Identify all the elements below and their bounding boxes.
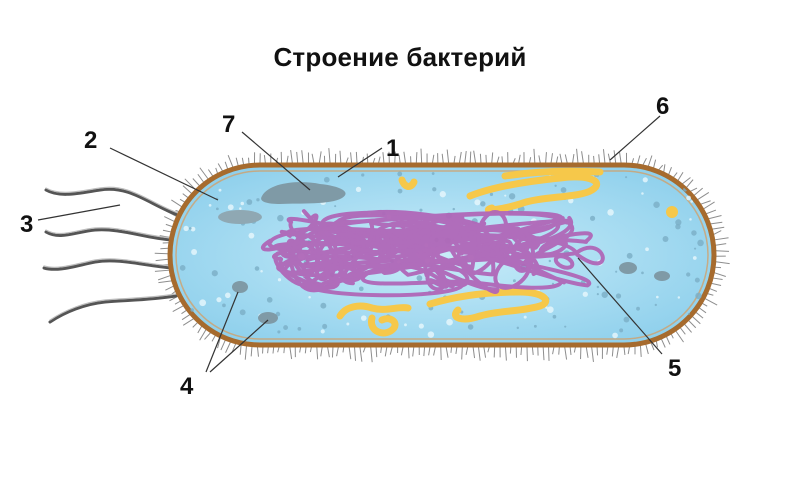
- leader-line-6: [609, 115, 661, 161]
- inclusion-granule-icon: [666, 206, 678, 218]
- leader-line-7: [241, 131, 311, 191]
- leader-line-3: [37, 204, 121, 221]
- plasmid-icon: [426, 288, 550, 323]
- plasmid-icon: [398, 176, 418, 190]
- inclusions: [218, 182, 678, 324]
- inclusion-granule-icon: [258, 312, 278, 324]
- flagellum-icon: [44, 228, 174, 242]
- leader-line-5: [577, 257, 663, 355]
- plasmid-icon: [336, 302, 412, 337]
- leader-line-4b: [209, 319, 269, 373]
- label-3: 3: [20, 211, 33, 238]
- inclusion-granule-icon: [654, 271, 670, 281]
- inclusion-granule-icon: [232, 281, 248, 293]
- inclusion-granule-icon: [218, 210, 262, 224]
- leader-line-2: [109, 147, 219, 201]
- leader-lines: [37, 115, 663, 373]
- flagellum-icon: [44, 187, 180, 217]
- leader-line-1: [337, 147, 383, 178]
- number-labels: 1 2 3 4 5 6 7: [20, 93, 681, 400]
- vacuole-icon: [261, 182, 346, 204]
- plasmid-icon: [501, 167, 604, 180]
- bacterium-cell-icon: [167, 162, 717, 348]
- flagella-group: [42, 187, 180, 324]
- inclusion-granule-icon: [619, 262, 637, 274]
- label-5: 5: [668, 355, 681, 382]
- label-1: 1: [386, 135, 399, 162]
- label-4: 4: [180, 373, 194, 400]
- plasmid-icon: [466, 173, 601, 214]
- flagellum-icon: [48, 294, 178, 324]
- flagellum-icon: [42, 259, 174, 271]
- label-6: 6: [656, 93, 669, 120]
- label-7: 7: [222, 111, 235, 138]
- nucleoid-dna-icon: [260, 209, 605, 298]
- diagram-title: Строение бактерий: [273, 42, 527, 72]
- label-2: 2: [84, 127, 97, 154]
- leader-line-4a: [205, 291, 239, 373]
- plasmids: [336, 167, 604, 337]
- pili-fringe: [154, 148, 730, 363]
